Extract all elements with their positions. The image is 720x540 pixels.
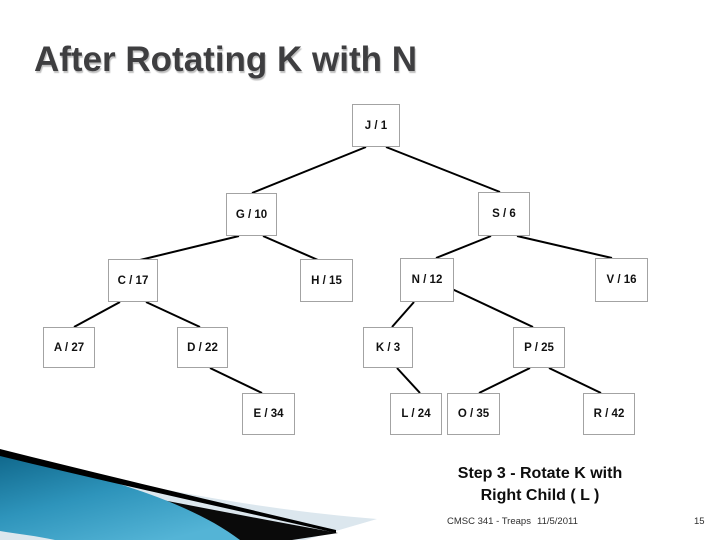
tree-edge (209, 367, 263, 394)
tree-node-C: C / 17 (108, 259, 158, 302)
tree-node-R: R / 42 (583, 393, 635, 435)
tree-edge (435, 235, 492, 259)
tree-node-A: A / 27 (43, 327, 95, 368)
swoosh-black-stripe (0, 449, 336, 533)
tree-node-G: G / 10 (226, 193, 277, 236)
tree-edge (145, 301, 201, 328)
tree-edge (548, 367, 602, 394)
footer-page-number: 15 (694, 516, 705, 527)
tree-edge (396, 367, 421, 394)
tree-node-V: V / 16 (595, 258, 648, 302)
slide-footer: CMSC 341 - Treaps 11/5/2011 15 (0, 516, 720, 532)
step-note-line2: Right Child ( L ) (480, 487, 600, 504)
swoosh-teal-blade (0, 455, 240, 540)
tree-node-K: K / 3 (363, 327, 413, 368)
tree-edge (73, 301, 121, 328)
page-title: After Rotating K with N (34, 40, 418, 79)
tree-node-D: D / 22 (177, 327, 228, 368)
tree-node-O: O / 35 (447, 393, 500, 435)
step-note: Step 3 - Rotate K with Right Child ( L ) (410, 463, 670, 507)
tree-node-N: N / 12 (400, 258, 454, 302)
tree-node-L: L / 24 (390, 393, 442, 435)
tree-edge (391, 301, 415, 328)
tree-edge (139, 235, 240, 261)
tree-edge (478, 367, 531, 394)
tree-node-H: H / 15 (300, 259, 353, 302)
tree-node-J: J / 1 (352, 104, 400, 147)
step-note-line1: Step 3 - Rotate K with (457, 465, 623, 482)
footer-date: 11/5/2011 (537, 516, 578, 527)
tree-node-E: E / 34 (242, 393, 295, 435)
footer-course: CMSC 341 - Treaps (447, 516, 531, 527)
tree-edge (516, 235, 613, 259)
tree-node-P: P / 25 (513, 327, 565, 368)
tree-edge (451, 288, 534, 328)
tree-node-S: S / 6 (478, 192, 530, 236)
tree-edge (385, 146, 501, 193)
tree-edge (262, 235, 319, 261)
tree-edge (251, 146, 367, 194)
